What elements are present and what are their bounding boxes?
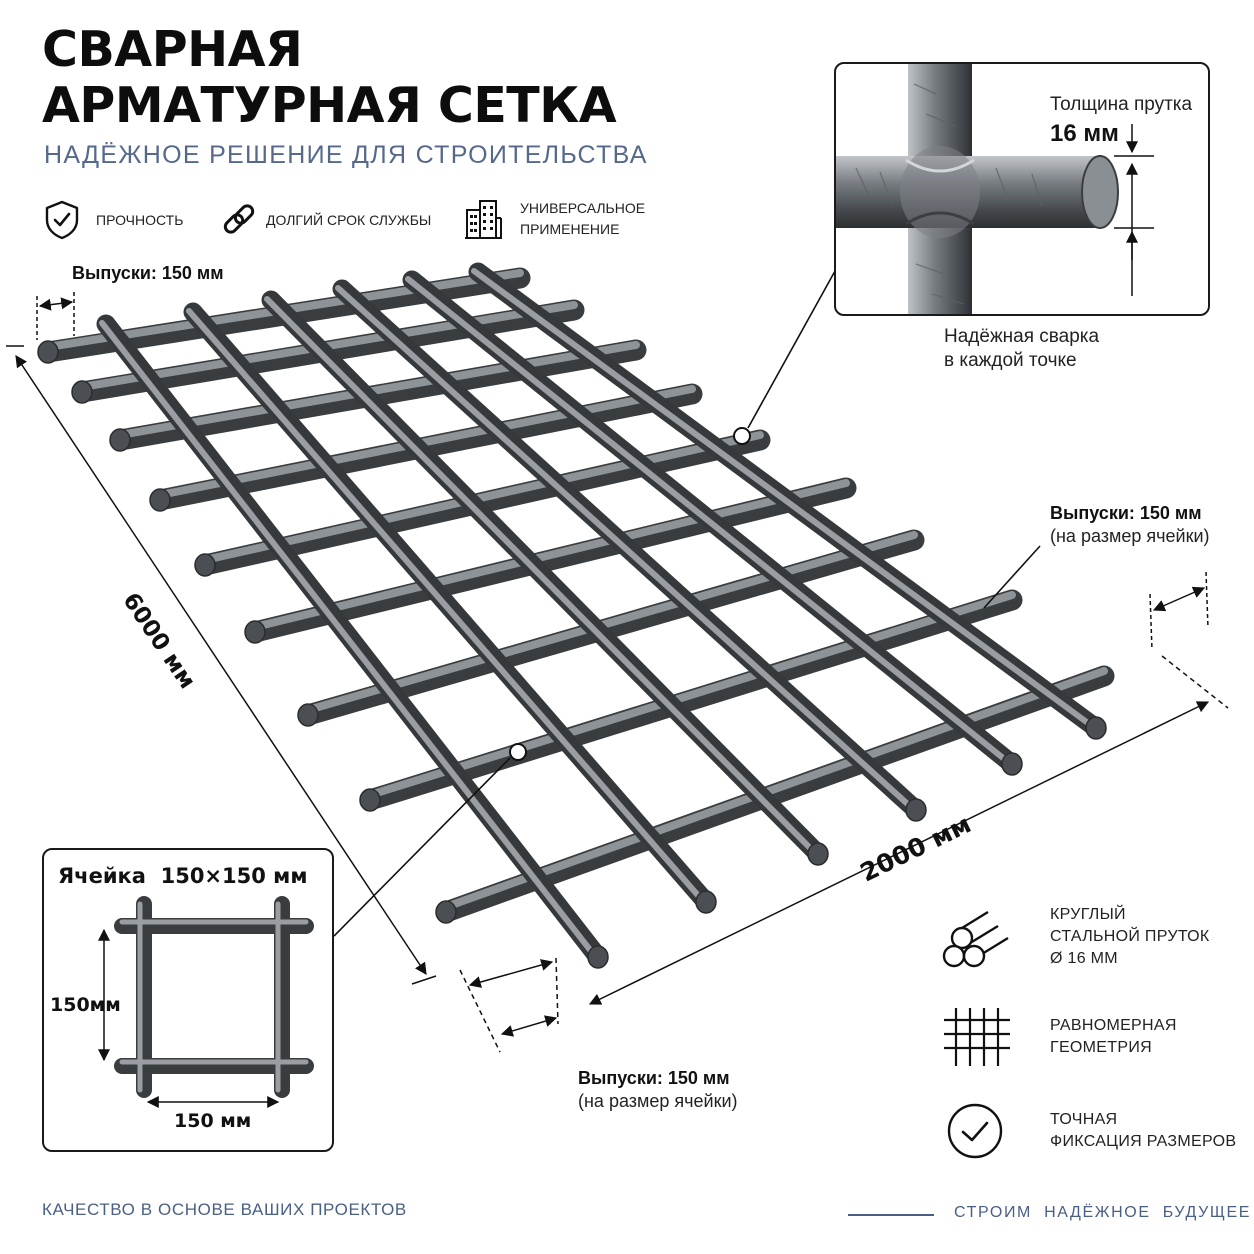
feature-label: УНИВЕРСАЛЬНОЕ ПРИМЕНЕНИЕ bbox=[520, 200, 646, 237]
weld-caption: Надёжная сварка в каждой точке bbox=[944, 326, 1100, 371]
length-dimension-line bbox=[6, 345, 437, 985]
feature-label: ПРОЧНОСТЬ bbox=[96, 211, 184, 228]
cell-title: Ячейка 150×150 мм bbox=[58, 864, 308, 888]
feature-universal: УНИВЕРСАЛЬНОЕ ПРИМЕНЕНИЕ bbox=[464, 198, 645, 240]
leader-lines bbox=[333, 261, 1041, 937]
shield-check-icon bbox=[45, 200, 79, 240]
bar-thickness-label: Толщина прутка bbox=[1050, 94, 1193, 115]
right-overhang-callout: Выпуски: 150 мм (на размер ячейки) bbox=[1050, 503, 1210, 546]
footer-divider bbox=[848, 1214, 934, 1216]
bottom-overhang-callout: Выпуски: 150 мм (на размер ячейки) bbox=[578, 1068, 738, 1111]
weld-detail-inset: Толщина прутка 16 мм bbox=[834, 62, 1210, 316]
footer-left-slogan: КАЧЕСТВО В ОСНОВЕ ВАШИХ ПРОЕКТОВ bbox=[42, 1200, 407, 1219]
weld-detail-image bbox=[836, 64, 1154, 314]
width-dimension-line bbox=[588, 655, 1229, 1005]
cell-detail-inset: Ячейка 150×150 мм 150мм 150 мм bbox=[42, 848, 334, 1152]
spec-round-bar: КРУГЛЫЙ СТАЛЬНОЙ ПРУТОК Ø 16 ММ bbox=[940, 904, 1210, 970]
feature-durability: ДОЛГИЙ СРОК СЛУЖБЫ bbox=[220, 200, 431, 240]
right-overhang-dimension bbox=[1149, 571, 1209, 651]
top-overhang-dimension bbox=[36, 292, 75, 340]
cell-height-label: 150мм bbox=[50, 994, 121, 1016]
feature-strength: ПРОЧНОСТЬ bbox=[44, 200, 183, 240]
cell-diagram bbox=[98, 896, 314, 1108]
check-circle-icon bbox=[947, 1103, 1003, 1159]
spec-geometry: РАВНОМЕРНАЯ ГЕОМЕТРИЯ bbox=[944, 1008, 1177, 1066]
feature-label: ДОЛГИЙ СРОК СЛУЖБЫ bbox=[266, 211, 432, 228]
title-line-2: АРМАТУРНАЯ СЕТКА bbox=[42, 77, 617, 134]
footer-right-slogan: СТРОИМ НАДЁЖНОЕ БУДУЩЕЕ bbox=[954, 1204, 1251, 1221]
chain-link-icon bbox=[223, 204, 255, 234]
bottom-overhang-dimension bbox=[459, 957, 559, 1053]
leader-dots bbox=[509, 427, 751, 761]
page-subtitle: НАДЁЖНОЕ РЕШЕНИЕ ДЛЯ СТРОИТЕЛЬСТВА bbox=[44, 141, 648, 169]
building-icon bbox=[465, 200, 502, 239]
grid-icon bbox=[944, 1008, 1010, 1066]
bar-thickness-value: 16 мм bbox=[1050, 120, 1119, 147]
cell-width-label: 150 мм bbox=[174, 1110, 252, 1132]
page-title: СВАРНАЯ АРМАТУРНАЯ СЕТКА bbox=[42, 21, 617, 134]
top-overhang-callout: Выпуски: 150 мм bbox=[72, 263, 224, 283]
spec-precision: ТОЧНАЯ ФИКСАЦИЯ РАЗМЕРОВ bbox=[946, 1102, 1236, 1160]
title-line-1: СВАРНАЯ bbox=[42, 21, 303, 78]
round-bars-icon bbox=[942, 910, 1009, 968]
